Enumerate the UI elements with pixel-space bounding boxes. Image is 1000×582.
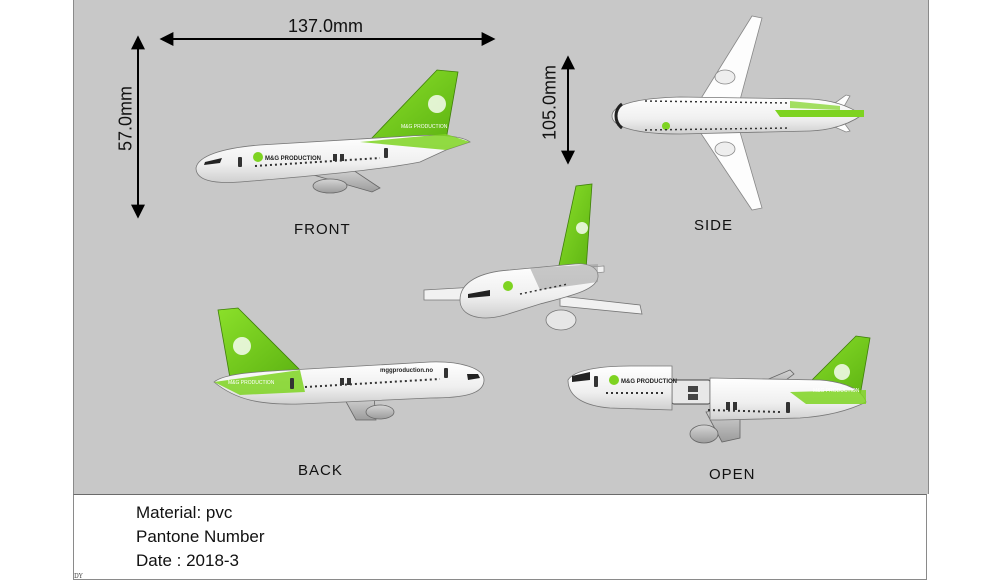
fuselage-brand-open: M&G PRODUCTION xyxy=(621,379,677,385)
tail-brand-back: M&G PRODUCTION xyxy=(228,380,275,386)
fuselage-brand-front: M&G PRODUCTION xyxy=(265,156,321,162)
open-view-label: OPEN xyxy=(709,466,756,483)
airplane-front-view: M&G PRODUCTION M&G PRODUCTION xyxy=(195,69,471,194)
pantone-text: Pantone Number xyxy=(136,527,265,546)
tail-brand-front: M&G PRODUCTION xyxy=(401,124,448,130)
fuselage-website-back: mggproduction.no xyxy=(380,368,433,374)
back-view-label: BACK xyxy=(298,462,343,479)
front-view-label: FRONT xyxy=(294,221,351,238)
airplane-perspective-view xyxy=(423,183,643,331)
airplane-back-view: M&G PRODUCTION mggproduction.no xyxy=(213,307,485,421)
airplane-open-view: M&G PRODUCTION M&G PRODUCTION xyxy=(567,335,871,444)
date-text: Date : 2018-3 xyxy=(136,551,240,570)
specification-box: Material: pvc Pantone Number Date : 2018… xyxy=(73,494,927,580)
airplane-top-view xyxy=(611,15,864,211)
material-text: Material: pvc xyxy=(136,503,233,522)
tail-brand-open: M&G PRODUCTION xyxy=(813,388,860,394)
width-dimension-label: 105.0mm xyxy=(539,64,560,141)
length-dimension-label: 137.0mm xyxy=(288,16,364,36)
corner-mark: DY xyxy=(74,573,83,580)
height-dimension-label: 57.0mm xyxy=(115,85,136,152)
side-view-label: SIDE xyxy=(694,217,734,234)
